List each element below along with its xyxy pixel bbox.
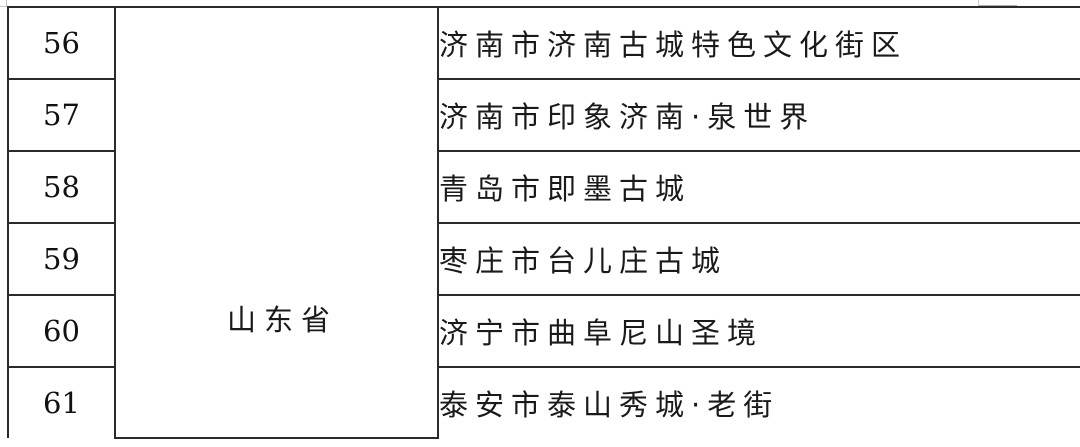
row-number: 60 <box>7 294 116 368</box>
district-list-table: 56 山东省 济南市济南古城特色文化街区 57 济南市印象济南·泉世界 58 青… <box>7 6 1080 439</box>
district-name: 济南市印象济南·泉世界 <box>437 78 1080 152</box>
row-number: 57 <box>7 78 116 152</box>
district-name: 泰安市泰山秀城·老街 <box>437 366 1080 438</box>
row-number: 59 <box>7 222 116 296</box>
table-row: 57 济南市印象济南·泉世界 <box>7 78 1080 152</box>
district-name: 青岛市即墨古城 <box>437 150 1080 224</box>
district-name: 济南市济南古城特色文化街区 <box>437 6 1080 80</box>
district-name: 枣庄市台儿庄古城 <box>437 222 1080 296</box>
page-corner-mark <box>0 0 7 7</box>
table-row: 60 济宁市曲阜尼山圣境 <box>7 294 1080 368</box>
table-row: 56 山东省 济南市济南古城特色文化街区 <box>7 6 1080 439</box>
row-number: 58 <box>7 150 116 224</box>
table-row: 59 枣庄市台儿庄古城 <box>7 222 1080 296</box>
row-number: 56 <box>7 6 116 80</box>
district-name: 济宁市曲阜尼山圣境 <box>437 294 1080 368</box>
province-cell: 山东省 <box>114 6 439 439</box>
table-row: 58 青岛市即墨古城 <box>7 150 1080 224</box>
province-name: 山东省 <box>226 302 338 337</box>
row-number: 61 <box>7 366 116 438</box>
table-row: 61 泰安市泰山秀城·老街 <box>7 366 1080 438</box>
page-edge-mark <box>978 0 1017 6</box>
